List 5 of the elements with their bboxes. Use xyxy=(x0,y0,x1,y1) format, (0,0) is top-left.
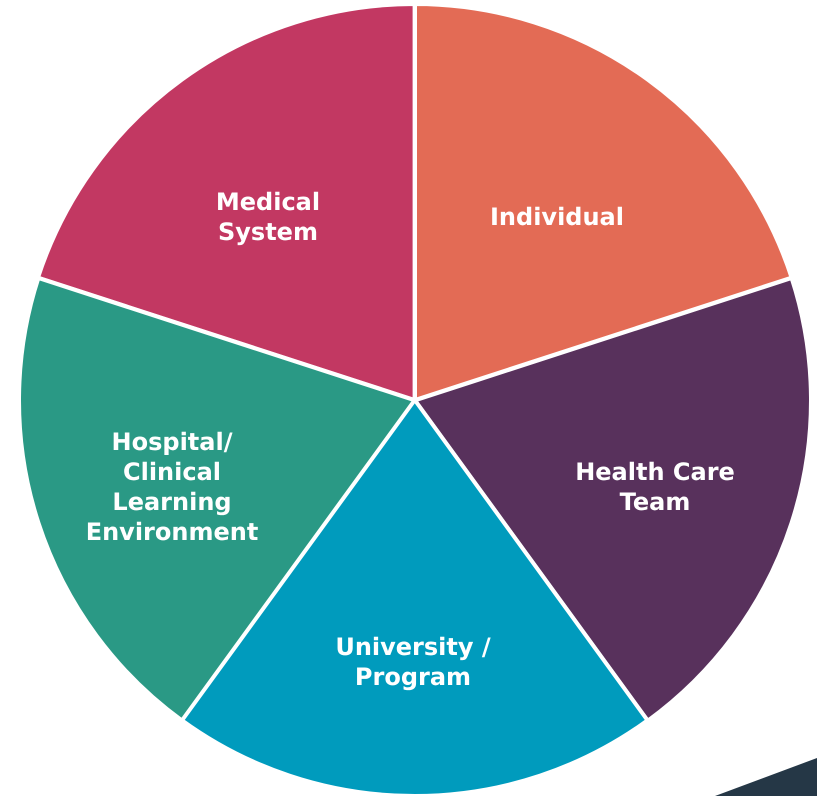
slice-label: Individual xyxy=(489,202,625,232)
slice-label: University / Program xyxy=(334,632,492,692)
slice-label: Medical System xyxy=(214,187,322,247)
slice-label: Hospital/ Clinical Learning Environment xyxy=(84,426,260,547)
slice-label: Health Care Team xyxy=(574,456,736,517)
